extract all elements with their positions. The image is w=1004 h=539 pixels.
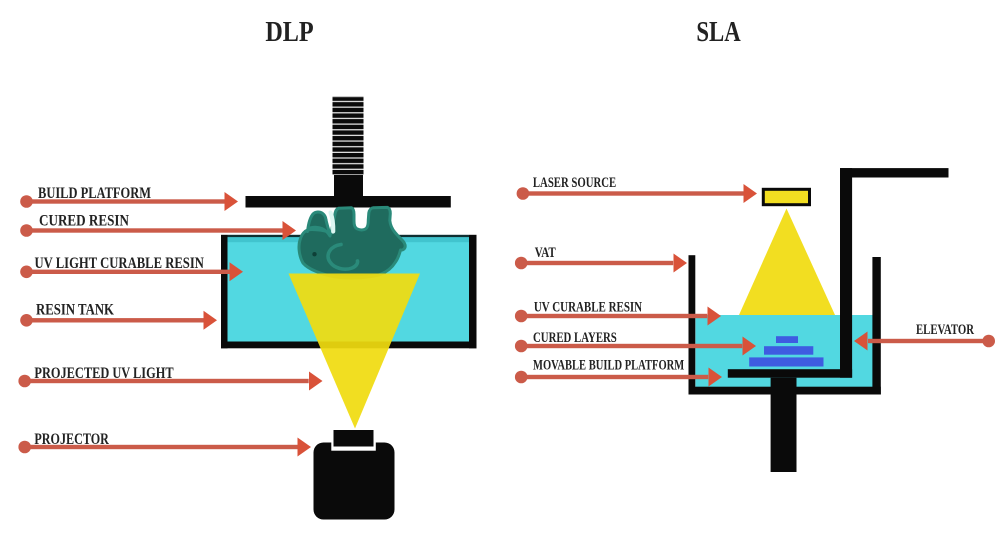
svg-text:DLP: DLP	[265, 17, 313, 48]
svg-text:LASER SOURCE: LASER SOURCE	[533, 175, 616, 191]
svg-text:UV LIGHT CURABLE RESIN: UV LIGHT CURABLE RESIN	[35, 255, 204, 272]
svg-text:PROJECTED UV LIGHT: PROJECTED UV LIGHT	[34, 365, 174, 382]
svg-text:ELEVATOR: ELEVATOR	[916, 322, 974, 338]
svg-text:CURED RESIN: CURED RESIN	[39, 213, 129, 230]
svg-text:PROJECTOR: PROJECTOR	[34, 431, 109, 448]
svg-text:UV CURABLE RESIN: UV CURABLE RESIN	[534, 300, 643, 316]
svg-text:MOVABLE BUILD PLATFORM: MOVABLE BUILD PLATFORM	[533, 358, 684, 374]
svg-text:RESIN TANK: RESIN TANK	[36, 302, 114, 319]
svg-text:CURED LAYERS: CURED LAYERS	[533, 330, 617, 346]
svg-text:BUILD PLATFORM: BUILD PLATFORM	[38, 185, 151, 202]
svg-text:VAT: VAT	[535, 245, 556, 261]
svg-text:SLA: SLA	[696, 17, 741, 48]
